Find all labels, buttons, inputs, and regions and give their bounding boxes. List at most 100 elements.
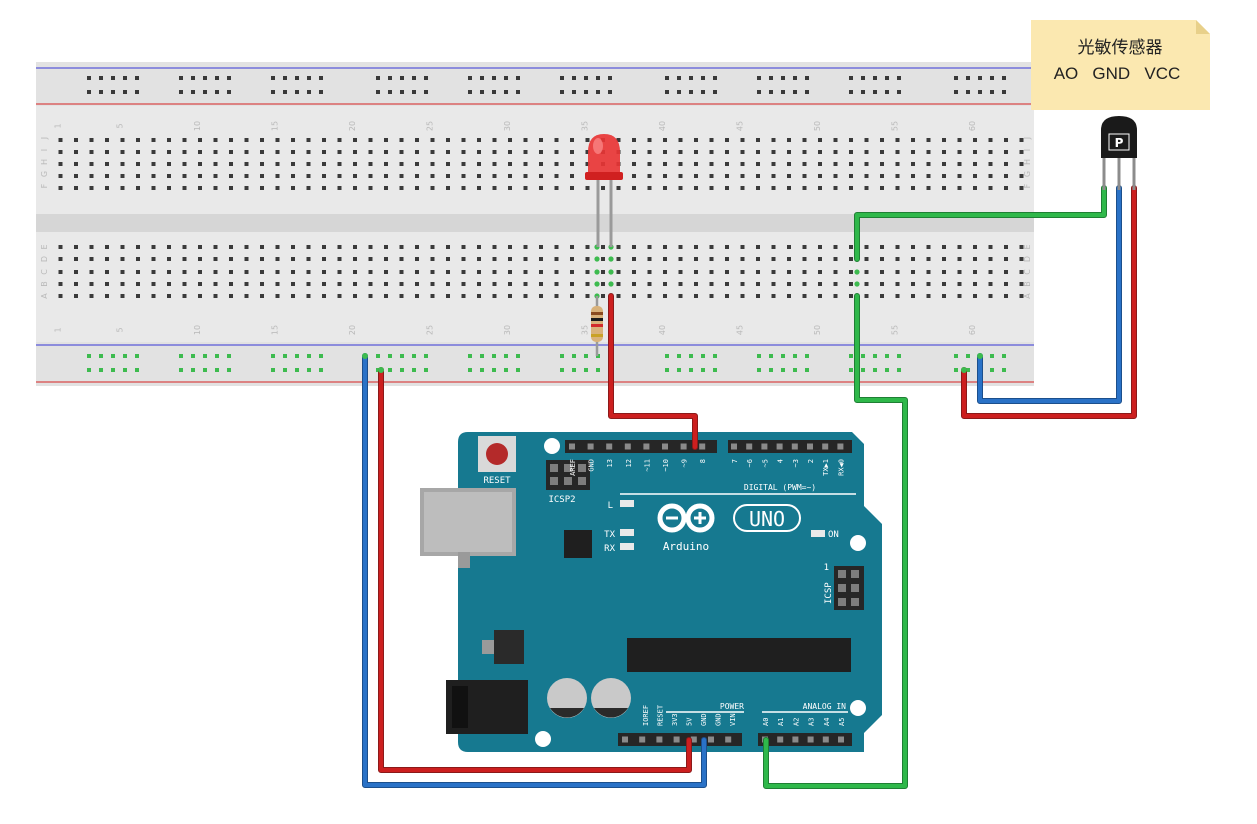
reset-button[interactable] [478, 436, 516, 472]
hole [229, 174, 233, 178]
resistor[interactable] [591, 296, 603, 356]
hole [105, 138, 109, 142]
rail-hole [295, 90, 299, 94]
hole [384, 294, 388, 298]
hole [461, 162, 466, 166]
header-pin [838, 736, 844, 743]
column-number: 60 [968, 325, 977, 335]
hole [198, 150, 202, 154]
rail-hole [111, 76, 115, 80]
hole [492, 294, 497, 298]
hole [198, 138, 202, 142]
hole [244, 174, 249, 178]
hole [446, 162, 450, 166]
hole [368, 282, 373, 286]
hole [585, 294, 590, 298]
rail-hole [388, 354, 392, 358]
column-number: 50 [813, 121, 822, 131]
rail-hole [376, 354, 380, 358]
rail-hole [677, 368, 681, 372]
rail-hole [1002, 76, 1006, 80]
rail-hole [689, 76, 693, 80]
hole [105, 294, 109, 298]
hole [864, 162, 869, 166]
hole [415, 257, 419, 261]
rail-hole [307, 354, 311, 358]
rail-hole [1002, 368, 1006, 372]
rail-hole [468, 76, 472, 80]
hole [337, 174, 342, 178]
hole [198, 245, 202, 249]
hole [895, 162, 900, 166]
hole [1004, 257, 1008, 261]
header-pin [807, 736, 814, 743]
hole [663, 245, 667, 249]
pin-label: 12 [625, 459, 633, 467]
hole [322, 138, 326, 142]
hole [120, 174, 125, 178]
hole [244, 186, 249, 190]
column-number: 35 [581, 121, 590, 131]
hole [818, 270, 822, 274]
rail-hole [215, 90, 219, 94]
hole [446, 270, 450, 274]
row-letter: A [1023, 293, 1032, 299]
hole [182, 270, 187, 274]
hole [89, 174, 94, 178]
hole [771, 282, 776, 286]
hole [725, 162, 729, 166]
hole [275, 294, 280, 298]
hole [89, 282, 94, 286]
status-leds [620, 500, 825, 550]
hole [415, 245, 419, 249]
hole [198, 282, 202, 286]
hole [585, 245, 590, 249]
hole [957, 294, 962, 298]
hole [725, 186, 729, 190]
header-pin [731, 443, 737, 450]
hole [973, 245, 977, 249]
rail-hole [584, 76, 588, 80]
hole [74, 257, 78, 261]
hole [89, 294, 94, 298]
rail-hole [87, 76, 91, 80]
hole [802, 186, 807, 190]
hole [694, 162, 698, 166]
hole [585, 282, 590, 286]
power-rail-top [36, 62, 1034, 106]
rail-hole [677, 76, 681, 80]
rail-hole [793, 368, 797, 372]
hole [399, 174, 404, 178]
rail-hole [966, 90, 970, 94]
hole [523, 294, 528, 298]
hole [353, 162, 357, 166]
hole [74, 162, 78, 166]
hole [120, 138, 125, 142]
light-sensor[interactable]: P [1101, 116, 1137, 190]
hole [337, 138, 342, 142]
hole [787, 282, 791, 286]
hole [508, 270, 512, 274]
hole [802, 162, 807, 166]
hole [167, 162, 171, 166]
hole [58, 270, 63, 274]
hole [647, 245, 652, 249]
row-letter: J [40, 137, 49, 140]
hole [1019, 138, 1024, 142]
rail-hole [978, 76, 982, 80]
hole [260, 162, 264, 166]
rail-hole [504, 354, 508, 358]
hole [771, 186, 776, 190]
rail-hole [665, 76, 669, 80]
hole [384, 150, 388, 154]
rail-hole [191, 368, 195, 372]
red-led[interactable] [585, 134, 623, 247]
hole [368, 270, 373, 274]
rail-hole [504, 76, 508, 80]
hole [461, 174, 466, 178]
rail-top-holes [87, 76, 1006, 94]
hole [182, 294, 187, 298]
hole [213, 257, 218, 261]
rail-hole [560, 354, 564, 358]
hole [802, 282, 807, 286]
